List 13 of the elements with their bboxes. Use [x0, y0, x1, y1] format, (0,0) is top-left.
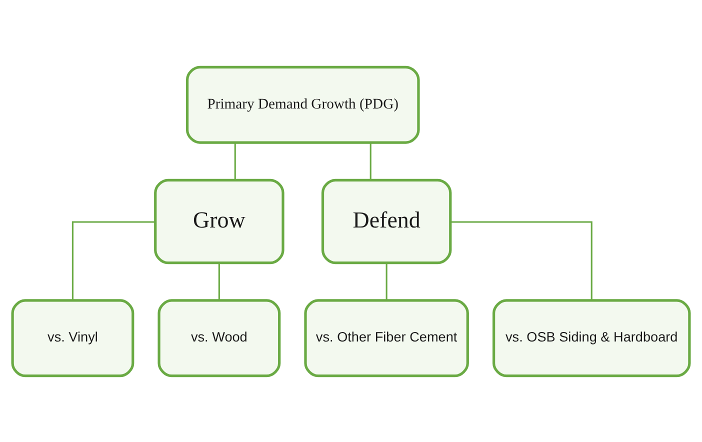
node-box: vs. OSB Siding & Hardboard — [492, 298, 691, 377]
node-box: vs. Wood — [158, 298, 281, 377]
node-box: Primary Demand Growth (PDG) — [186, 65, 420, 144]
connector — [370, 142, 372, 180]
node-box: Grow — [154, 178, 284, 264]
node-box: vs. Vinyl — [11, 298, 134, 377]
connector — [218, 262, 220, 300]
connector — [72, 220, 155, 300]
node-box: Defend — [321, 178, 452, 264]
connector — [450, 220, 592, 300]
connector — [234, 142, 236, 180]
connector — [386, 262, 388, 300]
node-box: vs. Other Fiber Cement — [304, 298, 469, 377]
